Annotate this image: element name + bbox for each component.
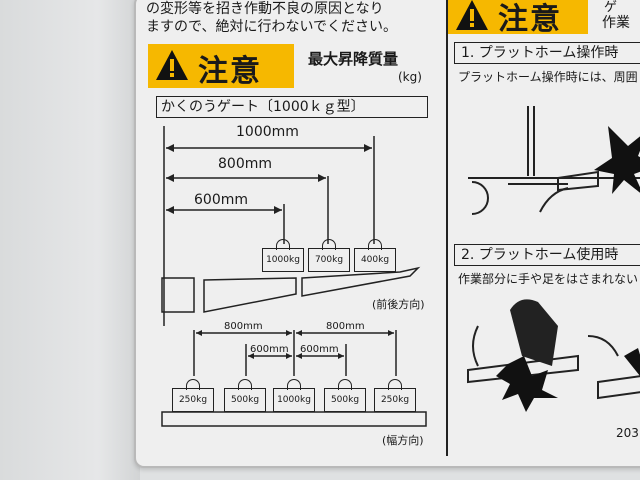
platform-illustration-2 [467,299,640,412]
warning-triangle-icon [156,50,188,80]
warning-word-right: 注意 [498,2,562,37]
front-back-diagram [161,126,421,326]
weight-1000kg: 1000kg [262,239,304,272]
platform-illustration-1 [468,106,640,215]
warning-banner-right: 注意 [448,0,588,37]
column-divider [446,0,448,456]
dim-800: 800mm [218,156,272,172]
direction-width: (幅方向) [382,434,424,447]
right-side-label: 作業 [602,15,630,31]
background-wall [0,0,140,480]
unit-label: (kg) [398,70,422,84]
weight-700kg: 700kg [308,239,350,272]
weight-500kg-left: 500kg [224,379,266,412]
section1-title: 1. プラットホーム操作時 [454,42,640,64]
weight-400kg: 400kg [354,239,396,272]
section2-text: 作業部分に手や足をはさまれない [458,272,639,286]
warning-banner-left: 注意 [148,44,294,89]
gate-title: かくのうゲート〔1000ｋｇ型〕 [156,96,428,118]
section2-title: 2. プラットホーム使用時 [454,244,640,266]
dim-width-600-right: 600mm [300,344,339,355]
weight-500kg-right: 500kg [324,379,366,412]
weight-1000kg-center: 1000kg [273,379,315,412]
dim-width-800-left: 800mm [224,321,263,332]
weight-250kg-right: 250kg [374,379,416,412]
warning-word: 注意 [198,54,262,89]
max-lift-label: 最大昇降質量 [308,50,399,68]
weight-250kg-left: 250kg [172,379,214,412]
dim-600: 600mm [194,192,248,208]
footer-code: 203 [616,426,639,440]
top-text-line1: の変形等を招き作動不良の原因となり [146,1,384,17]
warning-triangle-icon [456,0,488,30]
warning-sticker: の変形等を招き作動不良の原因となり ますので、絶対に行わないでください。 注意 … [134,0,640,468]
width-diagram [161,330,427,427]
dim-width-800-right: 800mm [326,321,365,332]
direction-front-back: (前後方向) [372,298,425,311]
dim-1000: 1000mm [236,124,299,140]
right-side-top-text: ゲ [604,0,618,15]
dim-width-600-left: 600mm [250,344,289,355]
section1-text: プラットホーム操作時には、周囲 [458,70,638,84]
top-text-line2: ますので、絶対に行わないでください。 [146,19,398,35]
